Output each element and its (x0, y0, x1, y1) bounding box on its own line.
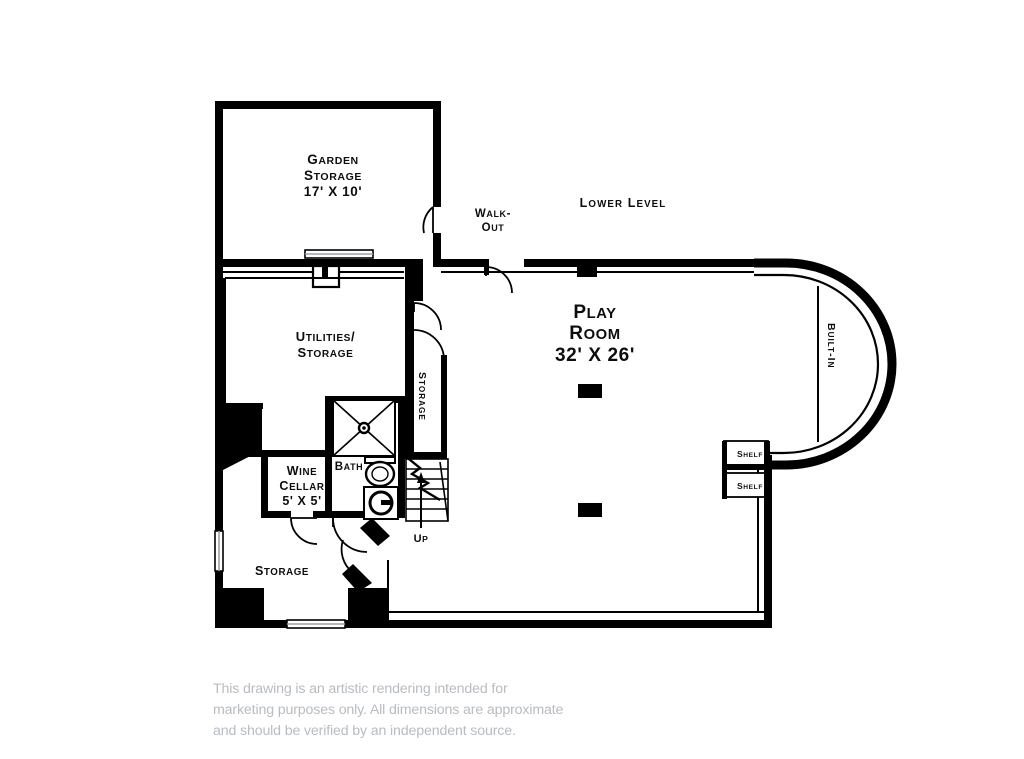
support-columns (578, 384, 602, 517)
disclaimer-line-1: This drawing is an artistic rendering in… (213, 681, 508, 697)
room-label-utilities-storage: UTILITIES/STORAGE (295, 329, 356, 360)
plan-title: LOWER LEVEL (579, 196, 667, 210)
windows (214, 249, 374, 629)
disclaimer-text: This drawing is an artistic rendering in… (213, 679, 633, 742)
exterior-walls (215, 101, 772, 628)
room-label-storage-closet: STORAGE (416, 372, 428, 421)
room-label-storage-lower-left: STORAGE (254, 564, 310, 578)
stair-direction-label: UP (413, 533, 429, 545)
shelf-units (722, 440, 770, 499)
room-label-walk-out: WALK-OUT (474, 208, 512, 234)
shelf-label-upper: SHELF (737, 449, 763, 459)
up-arrow-icon (417, 472, 425, 528)
room-label-bath: BATH (334, 461, 364, 473)
bath-fixtures (332, 399, 399, 520)
shelf-label-lower: SHELF (737, 481, 763, 491)
door-swings (290, 206, 513, 573)
sink-icon (363, 486, 399, 520)
disclaimer-line-3: and should be verified by an independent… (213, 722, 516, 739)
disclaimer-line-2: marketing purposes only. All dimensions … (213, 701, 564, 718)
built-in-label: BUILT-IN (825, 323, 837, 369)
staircase (403, 454, 449, 528)
